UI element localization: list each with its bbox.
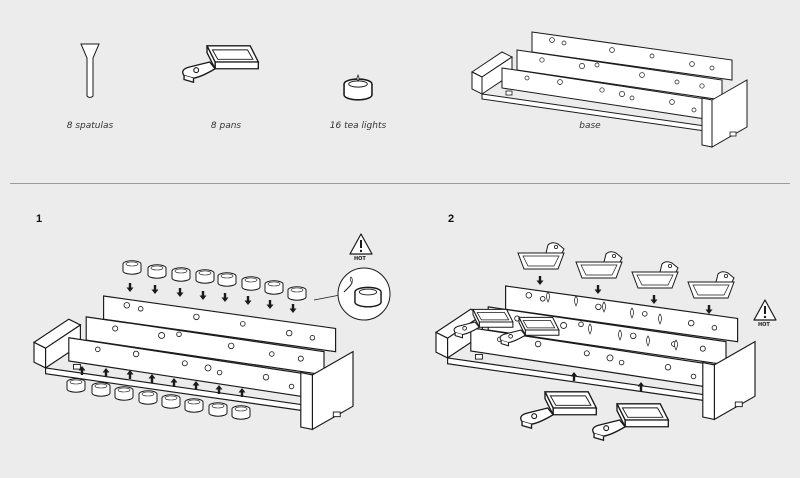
caption-spatulas: 8 spatulas: [66, 121, 114, 131]
hot-label-2: HOT: [758, 322, 770, 328]
step1-top-tealights: [122, 260, 307, 301]
caption-pans: 8 pans: [210, 121, 242, 131]
spatula-icon: [80, 43, 100, 98]
base-icon: [471, 31, 748, 148]
caption-base: base: [579, 121, 601, 131]
section-divider: [10, 183, 790, 184]
tealight-icon: [343, 74, 373, 101]
pan-icon: [182, 45, 259, 83]
hot-warning-icon-2: [753, 299, 777, 321]
hot-warning-icon: [349, 233, 373, 255]
step1-detail-callout: [313, 267, 391, 321]
step2-base: [435, 285, 756, 420]
step-number-1: 1: [36, 213, 43, 225]
caption-tealights: 16 tea lights: [329, 121, 387, 131]
hot-label-1: HOT: [354, 256, 366, 262]
step2-bottom-pans: [520, 391, 669, 441]
step2-flames: [546, 291, 678, 351]
step2-top-pans: [517, 242, 735, 299]
step-number-2: 2: [448, 213, 455, 225]
